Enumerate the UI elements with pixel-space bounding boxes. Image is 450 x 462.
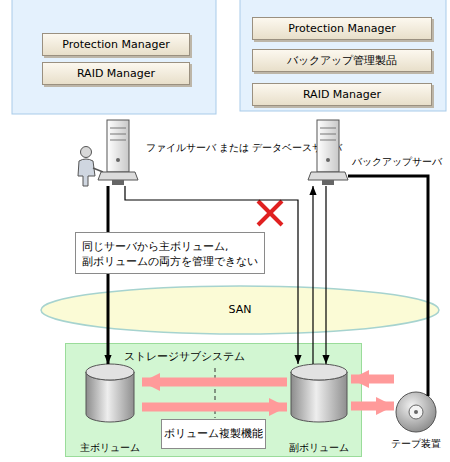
node-label: バックアップサーバ: [352, 156, 448, 169]
software-box: Protection Manager: [252, 17, 432, 40]
node-label: 主ボリューム: [80, 442, 140, 455]
server-panel: [12, 0, 216, 114]
software-box: Protection Manager: [42, 33, 190, 56]
node-label: SAN: [40, 285, 440, 335]
copy-arrow: [351, 375, 394, 384]
node-label: Protection Manager: [43, 34, 189, 55]
node-label: RAID Manager: [43, 63, 189, 84]
node-label: ストレージサブシステム: [124, 350, 245, 364]
prohibited-mark: [258, 201, 282, 225]
control-path: [125, 186, 298, 364]
network-ellipse: SAN: [40, 285, 440, 335]
data-path: [348, 176, 428, 396]
data-path: [107, 186, 110, 364]
control-path: [312, 186, 313, 364]
software-box: RAID Manager: [42, 62, 190, 85]
node-label: バックアップ管理製品: [253, 50, 431, 71]
storage-panel: ストレージサブシステム主ボリューム ボリューム複製機能副ボリューム: [65, 343, 362, 457]
node-label: テープ装置: [391, 438, 441, 451]
server-icon: [100, 118, 140, 186]
server-icon: バックアップサーバ: [310, 118, 348, 186]
copy-arrow: [142, 378, 287, 387]
server-icon: [310, 118, 348, 186]
volume-cylinder: 主ボリューム: [86, 364, 134, 462]
tape-device: テープ装置: [390, 390, 442, 456]
control-path: [325, 186, 326, 364]
copy-arrow: [351, 402, 394, 411]
dashed-divider: [215, 368, 216, 418]
copy-arrow: [142, 403, 287, 412]
node-label: 同じサーバから主ボリューム, 副ボリュームの両方を管理できない: [82, 239, 260, 269]
node-label: ファイルサーバ または データベースサーバ: [146, 142, 241, 155]
software-box: RAID Manager: [252, 83, 432, 106]
node-label: RAID Manager: [253, 84, 431, 105]
server-panel: [240, 0, 446, 111]
function-box: ボリューム複製機能: [161, 419, 266, 449]
node-label: 副ボリューム: [289, 442, 349, 455]
volume-cylinder: 副ボリューム: [291, 364, 347, 462]
node-label: ボリューム複製機能: [162, 420, 265, 448]
server-icon: ファイルサーバ または データベースサーバ: [100, 118, 140, 186]
software-box: バックアップ管理製品: [252, 49, 432, 72]
node-label: Protection Manager: [253, 18, 431, 39]
note-box: 同じサーバから主ボリューム, 副ボリュームの両方を管理できない: [75, 232, 265, 274]
